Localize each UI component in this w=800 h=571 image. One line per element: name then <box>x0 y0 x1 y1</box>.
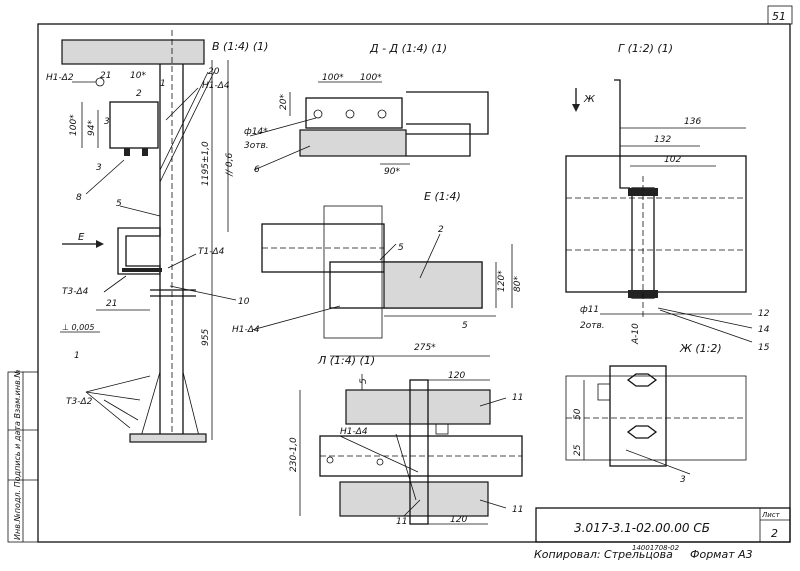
format: Формат А3 <box>690 548 753 561</box>
callout-11b: 11 <box>396 517 407 527</box>
dim-10: 10* <box>130 71 146 81</box>
order-number: 14001708-02 <box>632 544 680 552</box>
view-e-title: Е (1:4) <box>424 190 461 203</box>
callout-20: 20 <box>208 67 220 77</box>
dim-5c: 5 <box>359 378 369 384</box>
label-h1-d4-mid: Н1-Δ4 <box>232 325 260 335</box>
dim-102: 102 <box>664 155 681 165</box>
view-d-title: Д - Д (1:4) (1) <box>369 42 447 55</box>
label-h1-d4-top: Н1-Δ4 <box>202 81 230 91</box>
side-stamp: Инв.№подл. Подпись и дата Взам.инв.№ <box>7 369 39 543</box>
label-holes-2: 2отв. <box>580 321 605 331</box>
callout-10: 10 <box>238 297 250 307</box>
view-b: В (1:4) (1) <box>46 30 268 443</box>
dim-5b: 5 <box>462 321 468 331</box>
view-l: Л (1:4) (1) 5 120 11 Н1-Δ4 230-1,0 11 12… <box>289 354 523 527</box>
callout-1b: 1 <box>160 79 166 89</box>
label-h1-d2: Н1-Δ2 <box>46 73 74 83</box>
title-block: 3.017-3.1-02.00.00 СБ Лист 2 <box>535 507 791 543</box>
view-g-title: Г (1:2) (1) <box>618 42 673 55</box>
document-code: 3.017-3.1-02.00.00 СБ <box>574 521 710 535</box>
page-number: 51 <box>772 10 786 23</box>
view-b-top-beam <box>61 39 205 65</box>
view-d: Д - Д (1:4) (1) 100* 100* 20* ф14* 3отв.… <box>244 42 489 177</box>
dim-120b: 120 <box>448 371 465 381</box>
callout-11a: 11 <box>512 393 523 403</box>
dim-50: 50 <box>573 408 583 420</box>
view-b-box <box>109 101 159 149</box>
callout-6: 6 <box>254 165 260 175</box>
dim-5a: 5 <box>398 243 404 253</box>
sheet-label: Лист <box>761 511 781 519</box>
dim-100v: 100* <box>69 114 79 136</box>
callout-11c: 11 <box>512 505 523 515</box>
dim-100a: 100* <box>322 73 344 83</box>
side-stamp-text: Инв.№подл. Подпись и дата Взам.инв.№ <box>13 369 22 540</box>
callout-12: 12 <box>758 309 770 319</box>
dim-94: 94* <box>87 120 97 136</box>
label-holes-3: 3отв. <box>244 141 269 151</box>
view-g: Г (1:2) (1) Ж 136 132 102 ф11 2отв. А-10… <box>565 42 770 353</box>
dim-136: 136 <box>684 117 701 127</box>
dim-a10: А-10 <box>631 323 641 345</box>
dim-100b: 100* <box>360 73 382 83</box>
callout-14: 14 <box>758 325 770 335</box>
copied-by: Копировал: Стрельцова <box>534 548 673 561</box>
dim-25: 25 <box>573 444 583 456</box>
dim-132: 132 <box>654 135 671 145</box>
dim-955: 955 <box>201 329 211 346</box>
callout-1: 1 <box>74 351 80 361</box>
dim-1195: 1195±1,0 <box>201 141 211 186</box>
callout-5: 5 <box>116 199 122 209</box>
sheet-frame <box>37 23 791 543</box>
callout-2-e: 2 <box>438 225 444 235</box>
dim-80: 80* <box>513 276 523 292</box>
view-e: Е (1:4) 2 5 120* 80* Н1-Δ4 5 275* <box>232 190 523 357</box>
view-b-channel <box>117 227 161 275</box>
callout-8: 8 <box>76 193 82 203</box>
dim-21b: 21 <box>106 299 117 309</box>
page-number-box <box>767 5 793 25</box>
dim-3: 3 <box>104 117 110 127</box>
dim-20: 20* <box>279 94 289 110</box>
sheet-number: 2 <box>771 527 778 540</box>
label-h1-d4-l: Н1-Δ4 <box>340 427 368 437</box>
dim-230: 230-1,0 <box>289 437 299 472</box>
dim-120c: 120 <box>450 515 467 525</box>
view-zh: Ж (1:2) 50 25 3 <box>565 342 747 485</box>
label-hole-d11: ф11 <box>580 305 599 315</box>
label-perp: ⊥ 0,005 <box>62 323 94 332</box>
label-t3-d4: Т3-Δ4 <box>62 287 89 297</box>
e-arrow-label: Е <box>78 232 85 243</box>
callout-3: 3 <box>96 163 102 173</box>
dim-275: 275* <box>414 343 436 353</box>
label-t1-d4: Т1-Δ4 <box>198 247 225 257</box>
dim-21a: 21 <box>100 71 111 81</box>
view-zh-title: Ж (1:2) <box>679 342 722 355</box>
dim-90: 90* <box>384 167 400 177</box>
zh-arrow-label: Ж <box>583 94 596 105</box>
label-hole-d14: ф14* <box>244 127 268 137</box>
view-b-title: В (1:4) (1) <box>212 40 268 53</box>
callout-15: 15 <box>758 343 770 353</box>
callout-3-zh: 3 <box>680 475 686 485</box>
view-l-title: Л (1:4) (1) <box>317 354 375 367</box>
label-t3-d2: Т3-Δ2 <box>66 397 93 407</box>
dim-120a: 120* <box>497 270 507 292</box>
label-parallel: // 0,6 <box>225 152 235 177</box>
callout-2: 2 <box>136 89 142 99</box>
